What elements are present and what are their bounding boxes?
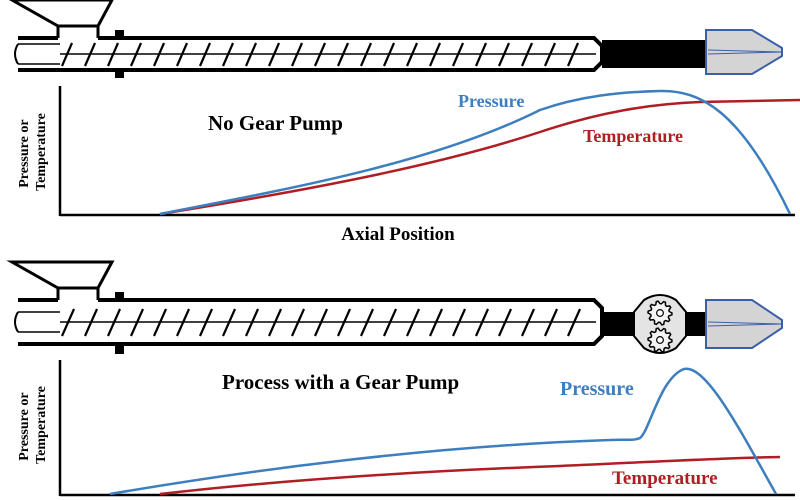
y-axis-label: Pressure or Temperature	[17, 386, 49, 464]
nozzle-icon	[705, 299, 783, 349]
die-adapter	[686, 312, 706, 336]
temperature-label: Temperature	[612, 468, 718, 489]
y-axis-label: Pressure or Temperature	[17, 113, 49, 191]
pressure-curve	[159, 89, 792, 216]
die-adapter	[602, 312, 634, 336]
pressure-label: Pressure	[560, 378, 634, 400]
gear-hub	[656, 336, 664, 344]
panel-title: Process with a Gear Pump	[222, 370, 459, 394]
die-adapter	[602, 40, 706, 68]
gear-hub	[656, 309, 664, 317]
hopper-icon	[8, 0, 114, 38]
extruder-bottom	[6, 260, 783, 354]
extruder-top	[8, 0, 783, 78]
plot-bottom: Pressure or Temperature Process with a G…	[17, 360, 795, 497]
gear-pump-icon	[633, 294, 687, 354]
plot-top: Pressure or Temperature No Gear Pump Pre…	[17, 86, 800, 245]
barrel	[14, 292, 604, 354]
extruder-screw-icon	[60, 308, 596, 337]
temperature-label: Temperature	[583, 126, 683, 146]
x-axis-label: Axial Position	[341, 224, 455, 245]
nozzle-icon	[705, 29, 783, 75]
pressure-label: Pressure	[458, 91, 524, 111]
extruder-screw-icon	[60, 42, 596, 67]
temperature-curve	[159, 98, 800, 216]
pressure-curve	[109, 367, 778, 496]
panel-title: No Gear Pump	[208, 111, 343, 135]
temperature-curve	[159, 455, 781, 496]
hopper-icon	[6, 260, 115, 300]
